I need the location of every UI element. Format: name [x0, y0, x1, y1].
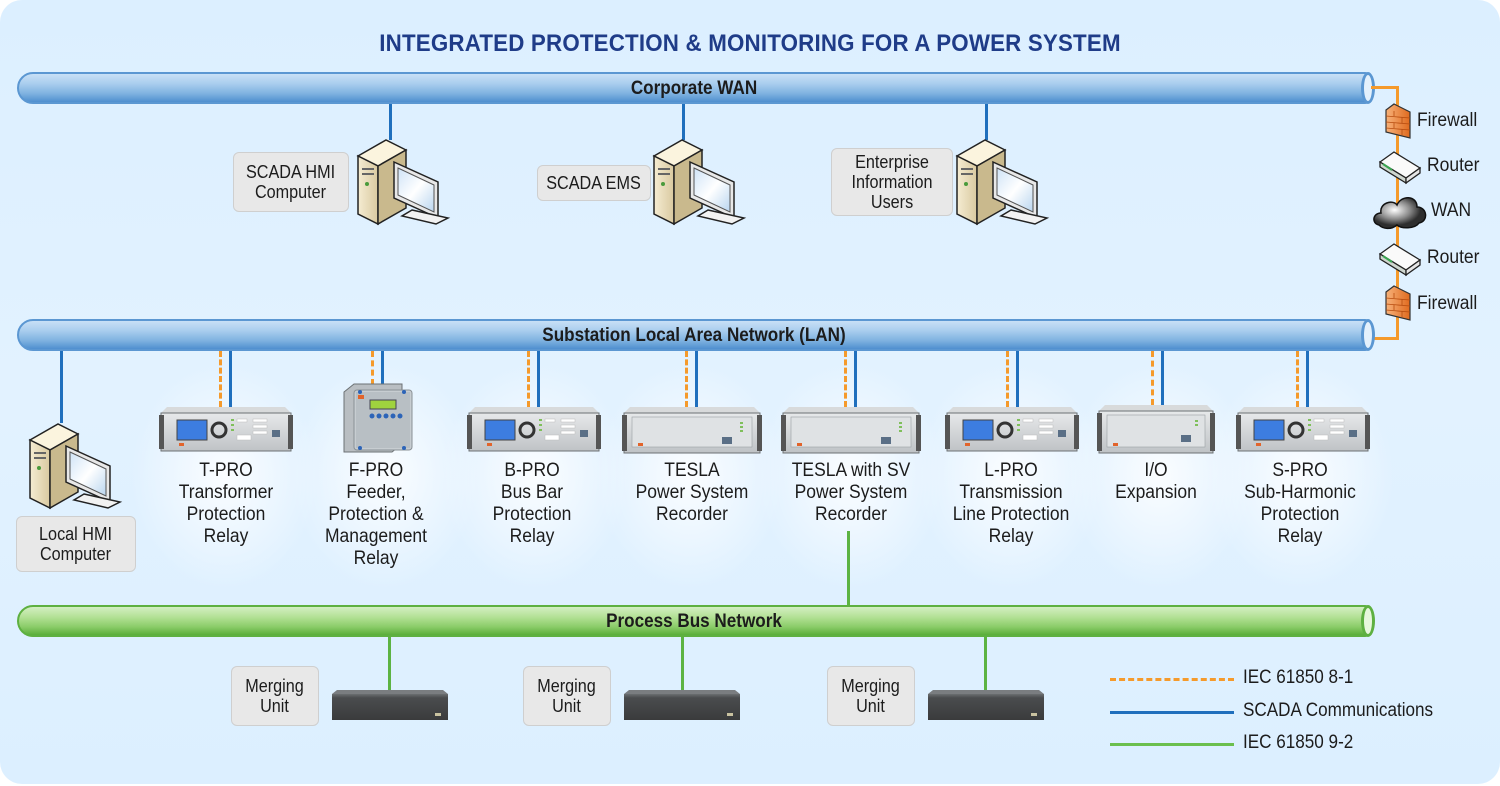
- scada-wire: [381, 351, 384, 385]
- merging-unit-icon: [332, 690, 448, 720]
- iec-61850-8-1-wire: [844, 351, 847, 407]
- device-glow: [130, 360, 320, 590]
- iec-61850-9-2-wire: [984, 637, 987, 691]
- router-icon: [1378, 243, 1422, 277]
- process-bus-pipe: Process Bus Network: [17, 605, 1375, 637]
- rack-relay-icon: [945, 407, 1079, 452]
- desktop-computer-icon: [28, 423, 123, 510]
- desktop-computer-icon: [955, 139, 1050, 226]
- scada-wire: [682, 104, 685, 140]
- iec-61850-9-2-wire: [847, 531, 850, 605]
- desktop-computer-icon: [652, 139, 747, 226]
- legend-swatch-dashed-orange: [1110, 678, 1234, 681]
- substation-lan-pipe: Substation Local Area Network (LAN): [17, 319, 1375, 351]
- iec-61850-8-1-wire: [1296, 351, 1299, 407]
- scada-wire: [229, 351, 232, 407]
- rack-recorder-icon: [781, 407, 921, 454]
- merging-unit-icon: [624, 690, 740, 720]
- device-glow: [755, 360, 945, 590]
- scada-wire: [1161, 351, 1164, 405]
- corporate-wan-label: Corporate WAN: [630, 78, 758, 99]
- desktop-computer-icon: [356, 139, 451, 226]
- legend-label: IEC 61850 9-2: [1243, 732, 1354, 753]
- scada-wire: [1306, 351, 1309, 407]
- scada-wire: [389, 104, 392, 140]
- rack-relay-icon: [159, 407, 293, 452]
- legend-label: IEC 61850 8-1: [1243, 667, 1354, 688]
- rack-recorder-icon: [1097, 405, 1215, 454]
- iec-61850-8-1-wire: [219, 351, 222, 407]
- iec-61850-8-1-wire: [371, 351, 374, 385]
- device-glow: [595, 360, 785, 590]
- legend-label: SCADA Communications: [1243, 700, 1434, 721]
- legend-item-scada: SCADA Communications: [1110, 700, 1470, 724]
- rack-recorder-icon: [622, 407, 762, 454]
- scada-wire: [1016, 351, 1019, 407]
- firewall-label: Firewall: [1417, 293, 1478, 314]
- rack-relay-icon: [467, 407, 601, 452]
- iec-61850-8-1-wire: [685, 351, 688, 407]
- process-bus-label: Process Bus Network: [606, 611, 782, 632]
- diagram-title: INTEGRATED PROTECTION & MONITORING FOR A…: [379, 30, 1121, 57]
- legend-item-iec-8-1: IEC 61850 8-1: [1110, 667, 1470, 691]
- scada-wire: [985, 104, 988, 140]
- device-glow: [1205, 360, 1395, 590]
- wan-link-wire: [1371, 337, 1399, 340]
- router-icon: [1378, 151, 1422, 185]
- firewall-label: Firewall: [1417, 110, 1478, 131]
- wan-cloud-label: WAN: [1431, 200, 1472, 221]
- router-label: Router: [1427, 247, 1480, 268]
- corporate-wan-pipe: Corporate WAN: [17, 72, 1375, 104]
- scada-ems-label: SCADA EMS: [537, 165, 651, 201]
- scada-wire: [60, 351, 63, 423]
- firewall-icon: [1385, 103, 1411, 139]
- iec-61850-8-1-wire: [1151, 351, 1154, 405]
- firewall-icon: [1385, 285, 1411, 321]
- wan-link-wire: [1371, 86, 1399, 89]
- pipe-end-cap: [1361, 605, 1375, 637]
- feeder-relay-icon: [343, 383, 413, 453]
- pipe-end-cap: [1361, 319, 1375, 351]
- substation-lan-label: Substation Local Area Network (LAN): [542, 325, 846, 346]
- iec-61850-8-1-wire: [1006, 351, 1009, 407]
- rack-relay-icon: [1236, 407, 1370, 452]
- legend-item-iec-9-2: IEC 61850 9-2: [1110, 732, 1470, 756]
- cloud-icon: [1373, 197, 1427, 230]
- legend-swatch-blue: [1110, 711, 1234, 714]
- merging-unit-icon: [928, 690, 1044, 720]
- scada-wire: [854, 351, 857, 407]
- scada-wire: [537, 351, 540, 407]
- router-label: Router: [1427, 155, 1480, 176]
- iec-61850-8-1-wire: [527, 351, 530, 407]
- iec-61850-9-2-wire: [681, 637, 684, 691]
- scada-wire: [695, 351, 698, 407]
- legend-swatch-green: [1110, 743, 1234, 746]
- iec-61850-9-2-wire: [388, 637, 391, 691]
